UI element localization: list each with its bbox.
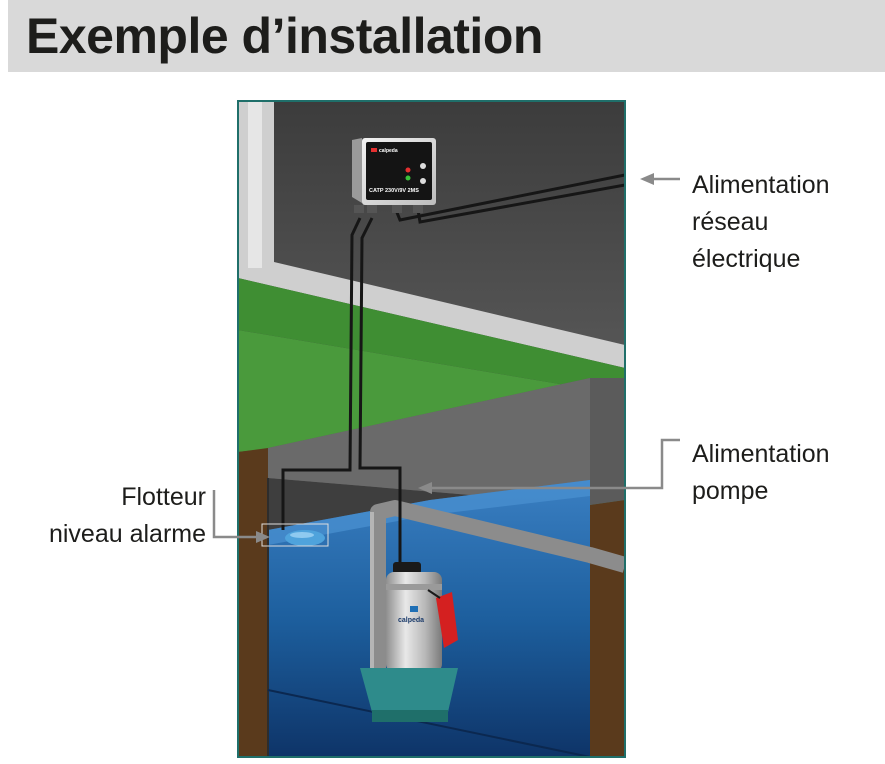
cable-gland-2 xyxy=(367,205,377,213)
cables xyxy=(281,173,625,575)
led-green xyxy=(405,175,411,181)
illustration-frame xyxy=(237,100,626,758)
callout-mains-line-2: réseau xyxy=(692,208,769,236)
callout-float-line-2: niveau alarme xyxy=(48,520,206,548)
callout-mains-line-1: Alimentation xyxy=(692,171,830,199)
floor-slab-edge xyxy=(238,101,625,368)
control-button xyxy=(420,163,426,169)
control-box-brand: calpeda xyxy=(379,148,398,154)
control-box-panel xyxy=(366,142,432,200)
callout-pump-line-1: Alimentation xyxy=(692,440,830,468)
float-highlight xyxy=(290,532,314,538)
discharge-pipe xyxy=(370,500,625,690)
callout-pump-power: Alimentation pompe xyxy=(692,436,830,510)
led-red xyxy=(405,167,411,173)
grass-top xyxy=(238,278,625,395)
pump-brand: calpeda xyxy=(398,617,424,624)
pump-band xyxy=(386,584,442,590)
control-box: calpeda CATP 230V/9V 2MS xyxy=(352,138,436,213)
soil-left xyxy=(238,448,268,757)
arrow-pump-head xyxy=(418,482,432,494)
control-button-2 xyxy=(420,178,426,184)
callout-mains-line-3: électrique xyxy=(692,245,801,273)
submersible-pump: calpeda xyxy=(360,562,458,722)
callout-float-line-1: Flotteur xyxy=(121,483,206,511)
cable-float xyxy=(281,217,362,530)
control-box-side xyxy=(352,138,362,203)
title-bar xyxy=(8,0,885,72)
page-title: Exemple d’installation xyxy=(26,8,543,64)
arrow-mains-head xyxy=(640,173,654,185)
pit-wall-inner xyxy=(268,378,590,505)
soil-right xyxy=(590,500,625,757)
scene: calpeda CATP 230V/9V 2MS calpeda xyxy=(238,101,625,757)
pump-base xyxy=(372,710,448,722)
pump-body xyxy=(386,572,442,672)
callout-arrows xyxy=(212,173,680,543)
cable-gland-4 xyxy=(413,205,423,213)
arrow-float-line xyxy=(212,490,256,539)
control-box-model: CATP 230V/9V 2MS xyxy=(369,188,419,194)
callout-alarm-float: Flotteur niveau alarme xyxy=(18,479,206,553)
pump-logo-mark xyxy=(410,606,418,612)
pump-volute xyxy=(360,668,458,712)
alarm-float xyxy=(285,530,325,546)
slab-highlight xyxy=(248,101,262,268)
cable-mains-2 xyxy=(416,183,625,224)
arrow-float-head xyxy=(256,531,270,543)
cable-mains-1 xyxy=(394,173,625,222)
cable-gland-3 xyxy=(392,205,402,213)
cable-gland-1 xyxy=(354,205,364,213)
cable-pump xyxy=(358,217,402,575)
arrow-pump-line xyxy=(432,438,680,490)
float-switch-cable xyxy=(427,589,441,599)
control-box-logo-mark xyxy=(371,148,377,152)
callout-pump-line-2: pompe xyxy=(692,477,769,505)
pump-handle xyxy=(393,562,421,574)
pump-float-switch xyxy=(436,592,458,648)
pit-floor-edge xyxy=(267,689,591,757)
callout-mains-power: Alimentation réseau électrique xyxy=(692,167,830,278)
